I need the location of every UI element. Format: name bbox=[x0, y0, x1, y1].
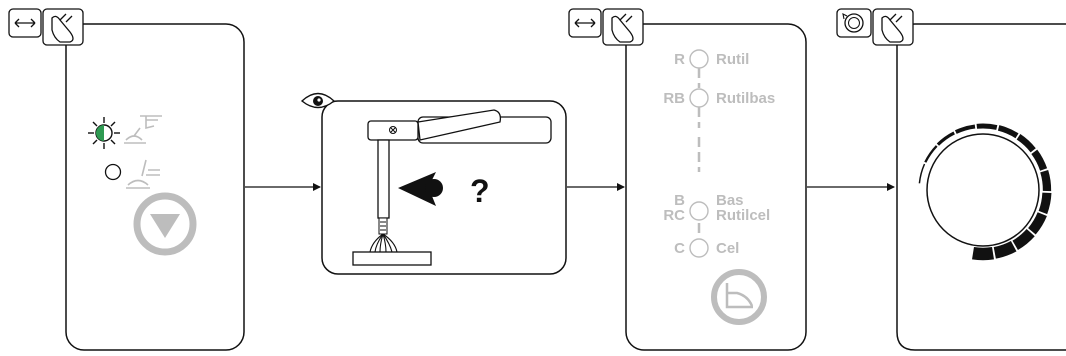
question-mark: ? bbox=[470, 173, 490, 209]
tig-torch-indicator bbox=[88, 117, 120, 149]
electrode-name: Bas bbox=[716, 192, 744, 209]
gauge-segment bbox=[1016, 134, 1036, 153]
gauge-segment bbox=[1027, 212, 1047, 235]
electrode-holder-drawing bbox=[352, 109, 552, 266]
gauge-segment bbox=[993, 240, 1017, 259]
electrode-code: RB bbox=[663, 90, 685, 107]
gauge-segment bbox=[972, 246, 994, 261]
gauge-segment bbox=[1040, 169, 1052, 192]
electrode-code: RC bbox=[663, 207, 685, 224]
electrode-name: Rutil bbox=[716, 51, 749, 68]
rotary-knob-gauge[interactable] bbox=[918, 123, 1052, 261]
gauge-segment bbox=[1012, 228, 1035, 250]
gauge-segment bbox=[997, 125, 1019, 139]
eye-icon bbox=[300, 92, 336, 109]
gauge-ticks bbox=[918, 123, 1052, 261]
gauge-segment bbox=[1031, 149, 1048, 171]
gauge-segment bbox=[1038, 192, 1052, 215]
pointer-arrow bbox=[398, 172, 443, 206]
panel-machine-select bbox=[65, 23, 245, 351]
electrode-code: R bbox=[674, 51, 685, 68]
down-triangle-button[interactable] bbox=[133, 192, 197, 256]
resize-hand-icon bbox=[8, 8, 84, 46]
gauge-segment bbox=[924, 145, 938, 163]
gauge-segment bbox=[976, 123, 998, 130]
electrode-holder-indicator bbox=[104, 163, 122, 181]
panel-electrode-type bbox=[625, 23, 807, 351]
electrode-code: B bbox=[674, 192, 685, 209]
curve-graph-button[interactable] bbox=[711, 269, 767, 325]
electrode-holder-icon bbox=[126, 159, 160, 189]
gauge-segment bbox=[954, 124, 976, 134]
electrode-code: C bbox=[674, 240, 685, 257]
resize-hand-icon bbox=[568, 8, 644, 46]
electrode-name: Rutilcel bbox=[716, 207, 770, 224]
electrode-name: Cel bbox=[716, 240, 739, 257]
electrode-type-scale bbox=[689, 49, 709, 258]
electrode-name: Rutilbas bbox=[716, 90, 775, 107]
gauge-segment bbox=[936, 131, 955, 146]
tig-torch-icon bbox=[124, 115, 162, 144]
gauge-segment bbox=[918, 163, 926, 184]
rotary-hand-icon bbox=[836, 8, 914, 46]
